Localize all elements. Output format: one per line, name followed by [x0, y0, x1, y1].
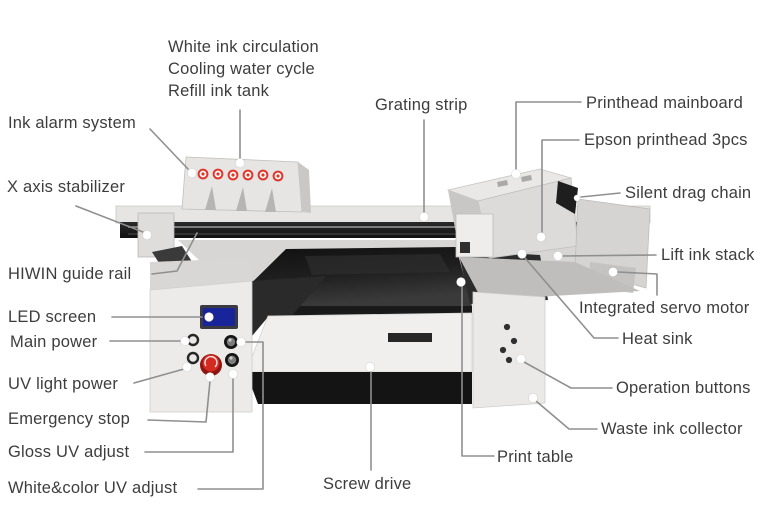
- callout-label-epson-printhead-3pcs: Epson printhead 3pcs: [584, 130, 748, 151]
- emergency-stop-button: [200, 354, 222, 376]
- print-bed-gloss: [305, 254, 450, 275]
- left-body-front: [149, 280, 253, 413]
- callout-label-line: White&color UV adjust: [8, 479, 178, 497]
- uv-light-power-button: [186, 351, 200, 365]
- callout-label-line: X axis stabilizer: [7, 178, 126, 196]
- base-skirt: [246, 372, 472, 404]
- ink-tank-divider: [236, 187, 247, 211]
- callout-label-line: Cooling water cycle: [168, 60, 315, 78]
- ink-tank-divider: [265, 188, 276, 212]
- callout-label-line: Heat sink: [622, 330, 693, 348]
- callout-label-waste-ink-collector: Waste ink collector: [601, 419, 743, 440]
- operation-button: [510, 337, 518, 345]
- callout-label-line: UV light power: [8, 375, 119, 393]
- operation-button: [503, 323, 511, 331]
- callout-label-led-screen: LED screen: [8, 307, 96, 328]
- callout-label-line: LED screen: [8, 308, 97, 326]
- printhead-detail: [460, 242, 470, 253]
- ink-tank-side: [298, 162, 311, 213]
- white-color-uv-adjust-knob: [224, 335, 238, 349]
- callout-label-line: Emergency stop: [8, 410, 131, 428]
- callout-label-line: Lift ink stack: [661, 246, 755, 264]
- callout-label-line: Epson printhead 3pcs: [584, 131, 748, 149]
- callout-label-line: Print table: [497, 448, 574, 466]
- callout-label-line: Waste ink collector: [601, 420, 743, 438]
- callout-label-lift-ink-stack: Lift ink stack: [661, 245, 755, 266]
- print-table: [245, 312, 473, 373]
- right-body-front: [472, 291, 546, 409]
- callout-label-uv-light-power: UV light power: [8, 374, 118, 395]
- printhead-carriage: [446, 168, 579, 259]
- callout-label-line: Refill ink tank: [168, 82, 270, 100]
- callout-label-main-power: Main power: [10, 332, 97, 353]
- callout-label-line: Ink alarm system: [8, 114, 136, 132]
- callout-label-line: HIWIN guide rail: [8, 265, 132, 283]
- control-panel: [149, 258, 253, 413]
- operation-button: [505, 356, 513, 364]
- led-screen: [203, 308, 235, 326]
- print-table-slot: [388, 333, 432, 342]
- callout-label-print-table: Print table: [497, 447, 574, 468]
- ink-tank: [181, 156, 311, 213]
- callout-label-line: Integrated servo motor: [579, 299, 750, 317]
- callout-label-line: Gloss UV adjust: [8, 443, 130, 461]
- callout-label-heat-sink: Heat sink: [622, 329, 693, 350]
- callout-label-silent-drag-chain: Silent drag chain: [625, 183, 751, 204]
- lid-slot: [521, 175, 532, 182]
- callout-label-grating-strip: Grating strip: [375, 95, 467, 116]
- callout-label-white-color-uv-adjust: White&color UV adjust: [8, 478, 177, 499]
- callout-label-integrated-servo-motor: Integrated servo motor: [579, 298, 749, 319]
- callout-label-x-axis-stabilizer: X axis stabilizer: [7, 177, 125, 198]
- callout-label-line: Grating strip: [375, 96, 468, 114]
- print-table-front: [245, 312, 473, 373]
- callout-label-line: Main power: [10, 333, 98, 351]
- operation-panel: [472, 291, 546, 409]
- gloss-uv-adjust-knob: [225, 353, 239, 367]
- callout-label-line: Silent drag chain: [625, 184, 752, 202]
- ink-level-indicators: [197, 168, 284, 182]
- ink-tank-divider: [205, 186, 216, 210]
- callout-label-line: Screw drive: [323, 475, 412, 493]
- callout-label-emergency-stop: Emergency stop: [8, 409, 130, 430]
- callout-label-line: Operation buttons: [616, 379, 751, 397]
- operation-button: [499, 346, 507, 354]
- callout-label-gloss-uv-adjust: Gloss UV adjust: [8, 442, 129, 463]
- lid-slot: [497, 180, 508, 187]
- left-dark-recess: [252, 276, 326, 336]
- callout-label-operation-buttons: Operation buttons: [616, 378, 751, 399]
- callout-label-printhead-mainboard: Printhead mainboard: [586, 93, 743, 114]
- callout-label-hiwin-guide-rail: HIWIN guide rail: [8, 264, 131, 285]
- main-power-button: [186, 333, 200, 347]
- callout-label-ink-alarm-system: Ink alarm system: [8, 113, 136, 134]
- callout-label-screw-drive: Screw drive: [323, 474, 411, 495]
- callout-label-line: White ink circulation: [168, 38, 319, 56]
- callout-label-line: Printhead mainboard: [586, 94, 743, 112]
